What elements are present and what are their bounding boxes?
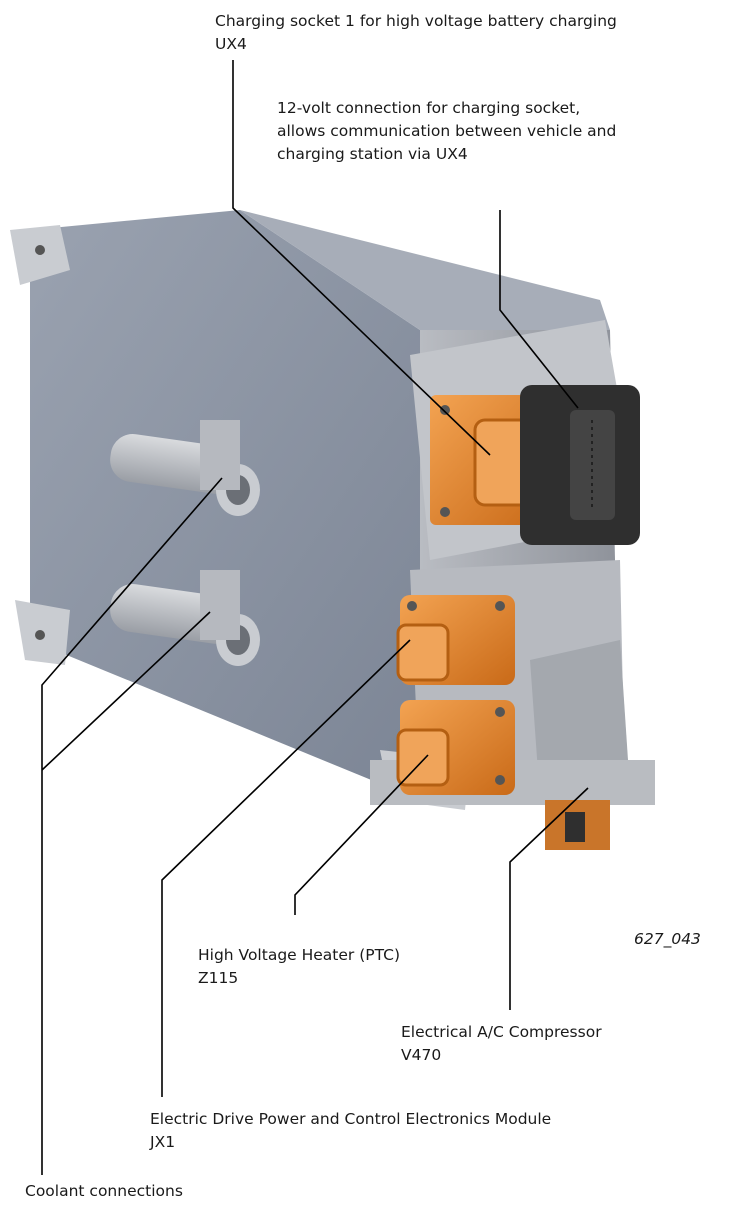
label-drive-module: Electric Drive Power and Control Electro… <box>150 1108 551 1154</box>
label-twelve-volt: 12-volt connection for charging socket, … <box>277 97 616 166</box>
label-compressor-line1: Electrical A/C Compressor <box>401 1023 602 1041</box>
leader-drive-module <box>161 639 411 1097</box>
drive-module-connector <box>396 700 515 795</box>
label-heater-line1: High Voltage Heater (PTC) <box>198 946 401 964</box>
label-heater: High Voltage Heater (PTC) Z115 <box>198 944 400 990</box>
label-drive-module-line1: Electric Drive Power and Control Electro… <box>150 1110 552 1128</box>
leader-compressor <box>509 787 589 1010</box>
heater-connector <box>396 595 515 685</box>
label-twelve-volt-line3: charging station via UX4 <box>277 145 468 163</box>
leader-twelve-volt <box>499 210 579 409</box>
leader-heater <box>294 754 429 915</box>
label-twelve-volt-line1: 12-volt connection for charging socket, <box>277 99 581 117</box>
label-coolant-line1: Coolant connections <box>25 1182 183 1200</box>
twelve-volt-connector <box>520 385 640 545</box>
figure-number: 627_043 <box>634 930 701 948</box>
label-coolant: Coolant connections <box>25 1180 183 1203</box>
label-drive-module-line2: JX1 <box>150 1133 176 1151</box>
compressor-connector <box>545 800 610 850</box>
label-charging-socket-line1: Charging socket 1 for high voltage batte… <box>215 12 617 30</box>
label-compressor-line2: V470 <box>401 1046 442 1064</box>
label-twelve-volt-line2: allows communication between vehicle and <box>277 122 617 140</box>
label-compressor: Electrical A/C Compressor V470 <box>401 1021 602 1067</box>
leader-lines <box>41 60 589 1175</box>
label-charging-socket-line2: UX4 <box>215 35 247 53</box>
coolant-pipes <box>110 420 260 666</box>
leader-charging-socket <box>232 60 491 456</box>
label-charging-socket: Charging socket 1 for high voltage batte… <box>215 10 617 56</box>
leader-coolant-1 <box>41 477 223 1175</box>
label-heater-line2: Z115 <box>198 969 239 987</box>
leader-coolant-2 <box>41 611 211 771</box>
